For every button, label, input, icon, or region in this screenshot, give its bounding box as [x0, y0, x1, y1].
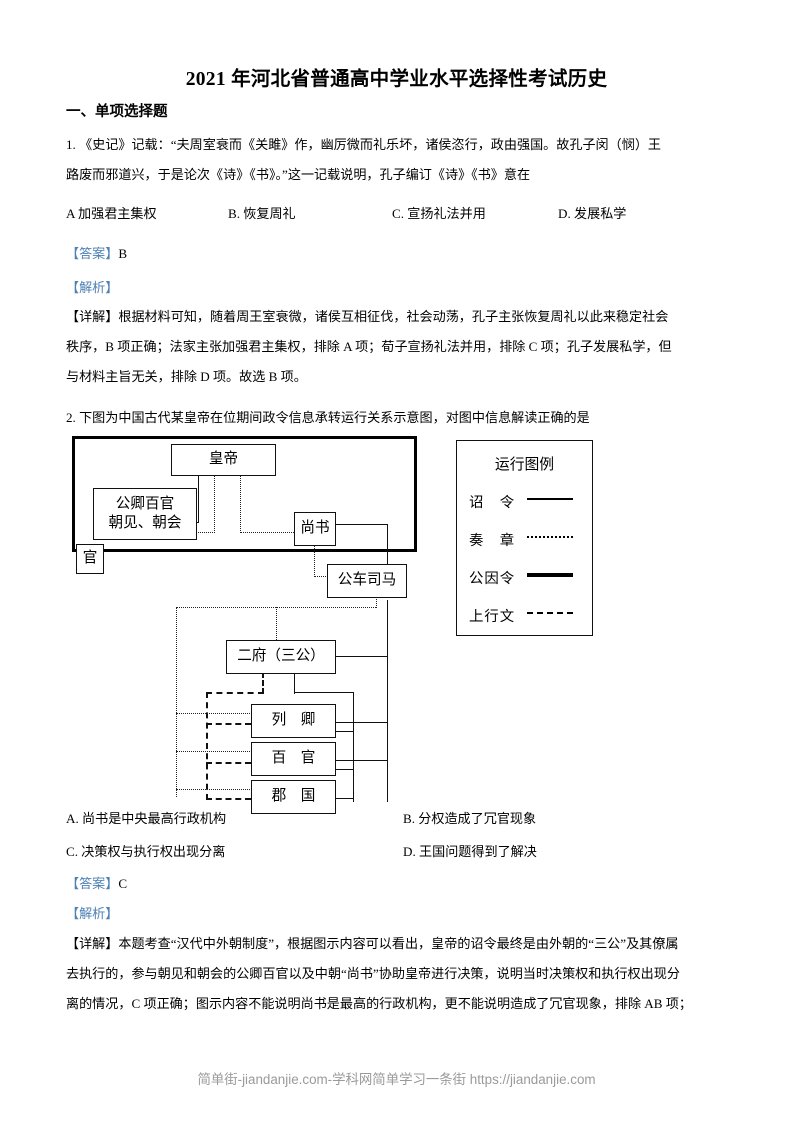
- question-2-detail-line-2: 去执行的，参与朝见和朝会的公卿百官以及中朝“尚书”协助皇帝进行决策，说明当时决策…: [66, 966, 680, 981]
- connector-solid-baiguan-right: [314, 760, 388, 761]
- legend-row-zouzhang: 奏 章: [457, 529, 592, 550]
- connector-erfu-dashed-down: [262, 672, 264, 694]
- answer-label: 【答案】: [66, 876, 119, 891]
- node-emperor: 皇帝: [171, 444, 276, 476]
- question-1-detail-line-2: 秩序，B 项正确；法家主张加强君主集权，排除 A 项；荀子宣扬礼法并用，排除 C…: [66, 339, 672, 354]
- question-1-detail-line-1: 【详解】根据材料可知，随着周王室衰微，诸侯互相征伐，社会动荡，孔子主张恢复周礼以…: [66, 309, 669, 324]
- diagram-legend: 运行图例 诏 令 奏 章 公因令 上行文: [456, 440, 593, 636]
- connector-shangshu-to-gongchesima: [314, 546, 315, 577]
- node-guan: 官: [76, 544, 104, 574]
- connector-dashed-to-lieqing: [206, 723, 251, 725]
- question-2-detail-line-3: 离的情况，C 项正确；图示内容不能说明尚书是最高的行政机构，更不能说明造成了冗官…: [66, 996, 692, 1011]
- question-1-stem-line-1: 1. 《史记》记载：“夫周室衰而《关雎》作，幽厉微而礼乐坏，诸侯恣行，政由强国。…: [66, 137, 662, 152]
- connector-dashed-to-junguo: [206, 798, 251, 800]
- connector-erfu-solid-trunk: [353, 692, 354, 802]
- question-1-option-c[interactable]: C. 宣扬礼法并用: [392, 206, 486, 221]
- node-shangshu: 尚书: [294, 512, 336, 546]
- connector-dotted-into-gongchesima: [314, 576, 328, 577]
- legend-label-shangxingwen: 上行文: [469, 609, 516, 625]
- 政令信息承转运行关系示意图: 皇帝 公卿百官 朝见、朝会 官 尚书 公车司马 二府（三公） 列 卿 百 官 郡…: [66, 432, 686, 814]
- connector-erfu-solid-down: [294, 672, 295, 694]
- connector-emperor-down-left: [198, 476, 199, 523]
- node-junguo: 郡 国: [251, 780, 336, 814]
- question-2-option-c[interactable]: C. 决策权与执行权出现分离: [66, 844, 226, 859]
- legend-row-shangxingwen: 上行文: [457, 605, 592, 626]
- connector-erfu-solid-right: [294, 692, 354, 693]
- footer-watermark: 简单街-jiandanjie.com-学科网简单学习一条街 https://ji…: [197, 1072, 596, 1087]
- question-2-answer: 【答案】C: [66, 873, 127, 892]
- question-2-detail-line-1: 【详解】本题考查“汉代中外朝制度”，根据图示内容可以看出，皇帝的诏令最终是由外朝…: [66, 936, 679, 951]
- connector-erfu-dashed-left: [206, 692, 264, 694]
- connector-gongchesima-trunk: [387, 600, 388, 802]
- legend-label-zhaoling: 诏 令: [469, 495, 516, 511]
- question-1-stem-line-2: 路废而邪道兴，于是论次《诗》《书》。”这一记载说明，孔子编订《诗》《书》意在: [66, 167, 531, 182]
- connector-dotted-return-lieqing: [176, 713, 254, 714]
- connector-shangshu-right: [334, 524, 388, 525]
- question-1-analysis-label: 【解析】: [66, 280, 119, 295]
- node-gongqing-line1: 公卿百官: [115, 495, 175, 512]
- connector-emperor-down-dotted: [240, 476, 241, 533]
- node-gongqing-line2: 朝见、朝会: [108, 515, 182, 531]
- node-gongqing-baiguan: 公卿百官 朝见、朝会: [93, 488, 197, 540]
- section-heading: 一、单项选择题: [66, 104, 168, 120]
- legend-row-gongyinling: 公因令: [457, 567, 592, 588]
- connector-erfu-right-out: [314, 656, 388, 657]
- question-1-option-a[interactable]: A 加强君主集权: [66, 206, 157, 221]
- legend-swatch-dotted-icon: [527, 536, 573, 546]
- inner-court-frame: [72, 436, 417, 552]
- answer-value: C: [118, 876, 128, 891]
- question-2-analysis-label: 【解析】: [66, 906, 119, 921]
- question-1-option-d[interactable]: D. 发展私学: [558, 206, 627, 221]
- page-title: 2021 年河北省普通高中学业水平选择性考试历史: [185, 69, 608, 90]
- node-baiguan: 百 官: [251, 742, 336, 776]
- legend-row-zhaoling: 诏 令: [457, 491, 592, 512]
- node-erfu-sangong: 二府（三公）: [226, 640, 336, 674]
- question-1-answer: 【答案】B: [66, 243, 127, 262]
- connector-dotted-return-baiguan: [176, 751, 254, 752]
- question-1-option-b[interactable]: B. 恢复周礼: [228, 206, 296, 221]
- question-2-option-d[interactable]: D. 王国问题得到了解决: [403, 844, 537, 859]
- answer-value: B: [118, 246, 128, 261]
- node-gongchesima: 公车司马: [327, 564, 407, 598]
- connector-dotted-to-erfu: [276, 607, 277, 642]
- connector-shangshu-right-down: [387, 524, 388, 578]
- node-lieqing: 列 卿: [251, 704, 336, 738]
- legend-swatch-dashed-icon: [527, 612, 573, 622]
- legend-swatch-solid-thin-icon: [527, 498, 573, 508]
- question-2-option-a[interactable]: A. 尚书是中央最高行政机构: [66, 811, 227, 826]
- connector-dotted-to-shangshu: [240, 532, 294, 533]
- connector-dotted-gongchesima-riser: [376, 592, 377, 608]
- legend-swatch-solid-thick-icon: [527, 572, 573, 585]
- answer-label: 【答案】: [66, 246, 119, 261]
- question-2-stem-line-1: 2. 下图为中国古代某皇帝在位期间政令信息承转运行关系示意图，对图中信息解读正确…: [66, 410, 590, 425]
- connector-solid-lieqing-right: [314, 722, 388, 723]
- connector-gongqing-up-dotted: [214, 476, 215, 533]
- connector-gongqing-right-dotted: [186, 532, 215, 533]
- connector-dashed-to-baiguan: [206, 762, 251, 764]
- question-1-detail-line-3: 与材料主旨无关，排除 D 项。故选 B 项。: [66, 369, 307, 384]
- connector-dotted-bus-left-riser: [176, 607, 177, 797]
- connector-dashed-bus: [206, 692, 208, 800]
- connector-dotted-return-junguo: [176, 789, 254, 790]
- legend-label-zouzhang: 奏 章: [469, 533, 516, 549]
- legend-label-gongyinling: 公因令: [469, 571, 516, 587]
- question-2-option-b[interactable]: B. 分权造成了冗官现象: [403, 811, 537, 826]
- legend-title: 运行图例: [494, 457, 555, 473]
